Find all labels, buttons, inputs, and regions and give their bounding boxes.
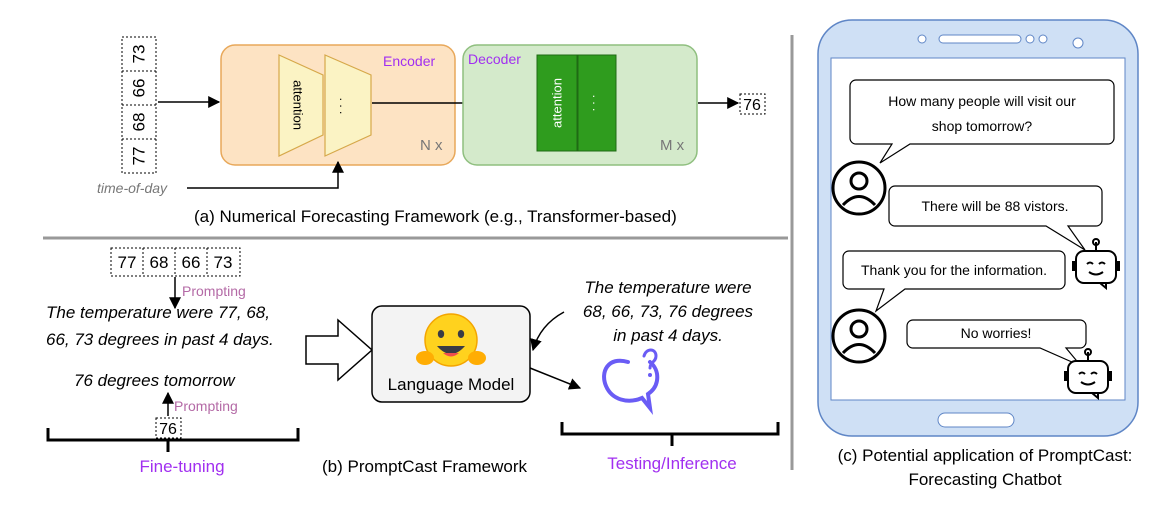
phone-home-button[interactable] xyxy=(937,412,1015,428)
output-value-box xyxy=(739,93,766,115)
prompting-label-top: Prompting xyxy=(182,283,246,299)
input-sequence-vertical: 73 66 68 77 xyxy=(121,36,157,174)
input-number-4: 77 xyxy=(130,147,149,166)
decoder-label: Decoder xyxy=(468,51,521,67)
output-value: 76 xyxy=(743,97,761,114)
encoder-dots: . . . xyxy=(337,98,351,115)
testing-bracket xyxy=(560,422,780,436)
b-output-value-box xyxy=(155,417,182,439)
test-sentence-line-3: in past 4 days. xyxy=(613,326,723,345)
input-sequence-horizontal: 77 68 66 73 xyxy=(110,247,241,277)
fine-tuning-bracket xyxy=(46,428,300,442)
decoder-dots: . . . xyxy=(590,95,604,112)
caption-c-line-2: Forecasting Chatbot xyxy=(908,470,1061,489)
b-input-number-3: 66 xyxy=(182,253,201,272)
input-number-1: 73 xyxy=(130,45,149,64)
b-output-value: 76 xyxy=(159,421,177,438)
chatbot-panel: How many people will visit our shop tomo… xyxy=(817,19,1139,489)
decoder-ff-block xyxy=(577,54,617,152)
hugging-face-icon xyxy=(416,313,486,367)
user-avatar-icon xyxy=(831,308,887,364)
encoder-ff-block xyxy=(324,54,372,157)
chat-question-icon xyxy=(602,348,660,415)
phone-speaker xyxy=(917,34,1084,49)
decoder-attention-block xyxy=(536,54,578,152)
chat-message-2: There will be 88 vistors. xyxy=(921,198,1068,214)
test-sentence-line-1: The temperature were xyxy=(584,278,751,297)
b-input-number-1: 77 xyxy=(118,253,137,272)
bot-avatar-icon xyxy=(1072,238,1120,291)
encoder-repeat-label: N x xyxy=(420,137,443,154)
caption-c-line-1: (c) Potential application of PromptCast: xyxy=(838,446,1133,465)
time-of-day-arrow xyxy=(187,160,344,189)
model-to-output-arrow xyxy=(529,367,582,390)
encoder-attention-label: attention xyxy=(291,80,306,130)
chat-bubble-bot-2 xyxy=(906,319,1087,367)
encoder-label: Encoder xyxy=(383,53,435,69)
language-model-label: Language Model xyxy=(388,375,515,394)
caption-b: (b) PromptCast Framework xyxy=(322,457,527,476)
caption-a: (a) Numerical Forecasting Framework (e.g… xyxy=(194,207,677,226)
encoder-attention-block xyxy=(278,54,324,157)
promptcast-panel: 77 68 66 73 Prompting The temperature we… xyxy=(46,247,780,476)
chat-bubble-bot-1 xyxy=(888,185,1103,251)
output-sentence: 76 degrees tomorrow xyxy=(74,371,236,390)
bot-avatar-icon xyxy=(1064,348,1112,401)
test-to-model-arrow xyxy=(530,311,565,352)
chat-message-1-line-1: How many people will visit our xyxy=(888,93,1076,109)
b-input-number-2: 68 xyxy=(150,253,169,272)
input-sentence-line-2: 66, 73 degrees in past 4 days. xyxy=(46,330,274,349)
time-of-day-label: time-of-day xyxy=(97,180,168,196)
chat-bubble-user-2 xyxy=(842,250,1066,313)
input-sentence-line-1: The temperature were 77, 68, xyxy=(46,303,270,322)
fine-tuning-label: Fine-tuning xyxy=(139,457,224,476)
user-avatar-icon xyxy=(831,160,887,216)
testing-label: Testing/Inference xyxy=(607,454,736,473)
input-number-3: 68 xyxy=(130,113,149,132)
prompting-label-bottom: Prompting xyxy=(174,398,238,414)
numerical-forecasting-panel: 73 66 68 77 Encoder N x attention . . . … xyxy=(97,36,766,226)
chat-bubble-user-1 xyxy=(849,79,1115,164)
input-number-2: 66 xyxy=(130,79,149,98)
chat-message-1-line-2: shop tomorrow? xyxy=(932,118,1033,134)
decoder-repeat-label: M x xyxy=(660,137,685,154)
b-input-number-4: 73 xyxy=(214,253,233,272)
test-sentence-line-2: 68, 66, 73, 76 degrees xyxy=(583,302,754,321)
input-to-model-hollow-arrow xyxy=(305,318,374,382)
chat-message-4: No worries! xyxy=(961,325,1032,341)
decoder-attention-label: attention xyxy=(550,78,565,128)
chat-message-3: Thank you for the information. xyxy=(861,262,1047,278)
